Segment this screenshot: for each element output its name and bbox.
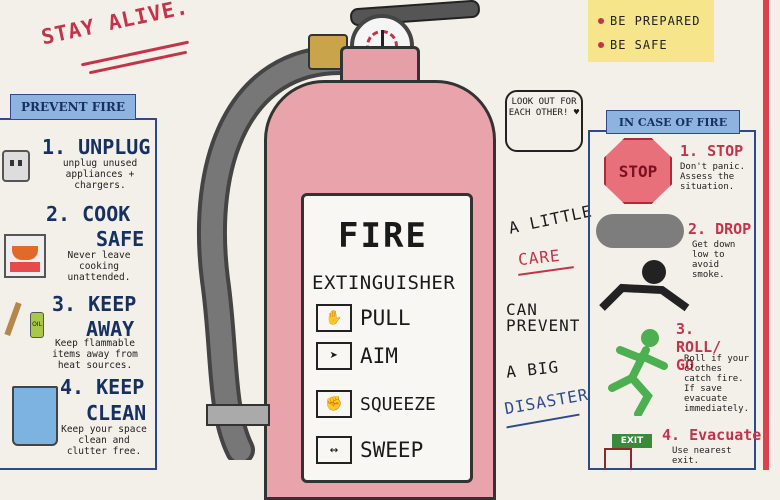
trash-bin-icon (12, 386, 58, 446)
prevent-fire-banner: PREVENT FIRE (10, 94, 136, 120)
tip-item: BE PREPARED (598, 14, 700, 28)
extinguisher-label: FIRE EXTINGUISHER ✋PULL ➤AIM ✊SQUEEZE ↔S… (301, 193, 473, 483)
in-case-of-fire-banner: IN CASE OF FIRE (606, 110, 740, 134)
lookout-bubble: LOOK OUT FOR EACH OTHER! ♥ (505, 90, 583, 152)
prevent-step-title: 1. UNPLUG (42, 135, 151, 159)
emergency-step-title: 1. STOP (680, 142, 744, 160)
phrase-line-highlight: CARE (517, 245, 562, 270)
phrase-line: PREVENT (506, 316, 581, 335)
outlet-icon (2, 150, 30, 182)
prevent-step-desc: unplug unused appliances + chargers. (62, 158, 138, 191)
prevent-step-desc: Keep your space clean and clutter free. (61, 424, 147, 457)
emergency-step-desc: Don't panic. Assess the situation. (680, 162, 746, 192)
action-pull: ✋PULL (316, 304, 411, 332)
crawling-person-icon (599, 260, 690, 312)
action-sweep: ↔SWEEP (316, 436, 423, 464)
aim-icon: ➤ (316, 342, 352, 370)
tips-note: BE PREPARED BE SAFE (588, 0, 714, 62)
slogan: STAY ALIVE. (39, 0, 191, 50)
phrase-line: A LITTLE (506, 201, 595, 238)
prevent-step-title: AWAY (86, 317, 135, 341)
tip-item: BE SAFE (598, 38, 668, 52)
prevent-step-desc: Keep flammable items away from heat sour… (52, 338, 138, 371)
label-subtitle: EXTINGUISHER (312, 272, 456, 294)
emergency-step-desc: Roll if your clothes catch fire. If save… (684, 354, 750, 414)
stove-icon (4, 234, 46, 278)
emergency-step-title: 3. ROLL/ GO (676, 320, 722, 374)
smoke-cloud-icon (596, 214, 684, 248)
stop-sign-icon: STOP (604, 138, 672, 204)
emergency-step-title: 4. Evacuate (662, 426, 762, 444)
prevent-step-desc: Never leave cooking unattended. (67, 250, 131, 283)
prevent-step-title: CLEAN (86, 401, 147, 425)
action-aim: ➤AIM (316, 342, 398, 370)
prevent-step-title: 4. KEEP (60, 375, 145, 399)
exit-sign-icon: EXIT (612, 434, 652, 448)
prevent-step-title: 3. KEEP (52, 292, 137, 316)
hose-drawing (197, 45, 355, 460)
emergency-step-desc: Use nearest exit. (672, 446, 732, 466)
phrase-line: CAN (506, 300, 538, 319)
action-squeeze: ✊SQUEEZE (316, 390, 436, 418)
pull-icon: ✋ (316, 304, 352, 332)
prevent-step-title: 2. COOK (46, 202, 131, 226)
emergency-step-desc: Get down low to avoid smoke. (692, 240, 736, 280)
oil-bottle-icon: OIL (30, 312, 44, 338)
emergency-step-title: 2. DROP (688, 220, 752, 238)
phrase-line: A BIG (505, 357, 561, 382)
running-person-icon (608, 329, 668, 416)
label-title: FIRE (338, 216, 428, 256)
red-border (763, 0, 769, 470)
door-icon (604, 448, 632, 470)
squeeze-icon: ✊ (316, 390, 352, 418)
sweep-icon: ↔ (316, 436, 352, 464)
hose-band (206, 404, 270, 426)
prevent-step-title: SAFE (96, 227, 145, 251)
